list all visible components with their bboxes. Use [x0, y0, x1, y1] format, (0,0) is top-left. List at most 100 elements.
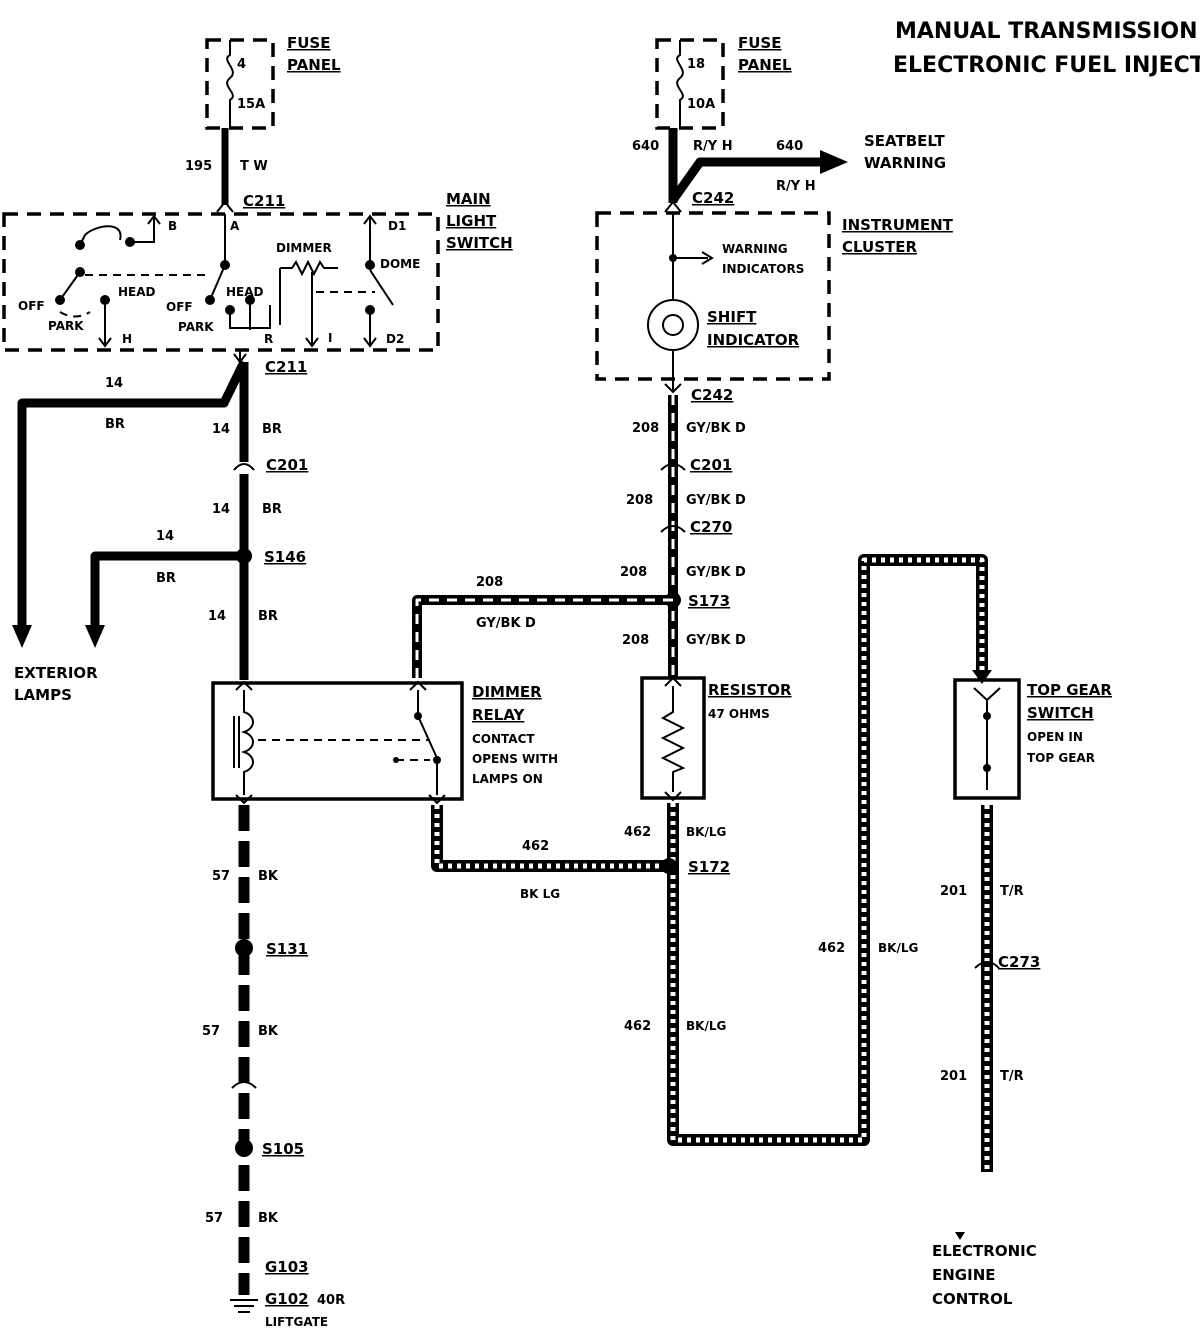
wire-57-color-1: BK	[258, 869, 279, 884]
relay-contact-terminal-top	[409, 680, 427, 691]
splice-s146-label: S146	[264, 548, 306, 566]
top-gear-switch-note2: TOP GEAR	[1027, 751, 1095, 765]
dimmer-relay-note2: OPENS WITH	[472, 752, 558, 766]
wire-462-relay-color: BK LG	[520, 887, 560, 901]
dimmer-relay-label1: DIMMER	[472, 683, 542, 701]
ground-g102-suffix: 40R	[317, 1293, 345, 1308]
shift-indicator-label1: SHIFT	[707, 308, 757, 326]
wire-195-color: T W	[240, 159, 268, 174]
left-switch-park-label: PARK	[48, 319, 84, 333]
wire-208-color-4: GY/BK D	[476, 616, 536, 631]
relay-contact-terminal-bottom	[428, 760, 446, 805]
exterior-lamps-arrow-2	[85, 625, 105, 648]
wire-462-relay-pattern	[434, 805, 669, 869]
wire-208-number-3: 208	[620, 565, 647, 580]
warning-indicators-arrow	[673, 251, 714, 265]
wire-14-color-2: BR	[262, 422, 282, 437]
connector-57-inline	[231, 1081, 257, 1089]
wire-14-color-4: BR	[156, 571, 176, 586]
shift-indicator-icon	[662, 314, 684, 336]
seatbelt-label2: WARNING	[864, 154, 946, 172]
wire-640-number-2: 640	[776, 139, 803, 154]
relay-coil-terminal-bottom	[235, 794, 253, 805]
wire-640-seatbelt	[669, 157, 822, 203]
main-light-switch-label1: MAIN	[446, 190, 491, 208]
top-gear-switch-input-arrow	[972, 670, 992, 684]
wire-57-number-1: 57	[212, 869, 230, 884]
instrument-cluster-label2: CLUSTER	[842, 238, 917, 256]
switch-a-terminal-label: A	[230, 219, 240, 233]
wire-14-number-2: 14	[212, 422, 230, 437]
ground-g102-label: G102	[265, 1290, 309, 1308]
resistor-label: RESISTOR	[708, 681, 792, 699]
ground-g103-label: G103	[265, 1258, 309, 1276]
wire-201-color-1: T/R	[1000, 884, 1024, 899]
shift-indicator-lamp	[647, 299, 699, 351]
wire-462-relay-number: 462	[522, 839, 549, 854]
wire-201-number-1: 201	[940, 884, 967, 899]
wire-14-color-5: BR	[258, 609, 278, 624]
wire-57-color-3: BK	[258, 1211, 279, 1226]
wire-462-number-1: 462	[624, 825, 651, 840]
splice-s172-label: S172	[688, 858, 730, 876]
warning-indicators-label1: WARNING	[722, 242, 788, 256]
c242-top-label: C242	[692, 189, 734, 207]
wire-640-number-1: 640	[632, 139, 659, 154]
seatbelt-arrow	[820, 150, 848, 174]
splice-s173-label: S173	[688, 592, 730, 610]
fuse-panel-right-box	[655, 38, 725, 130]
splice-s105	[235, 1139, 253, 1157]
dimmer-relay-coil	[240, 690, 254, 795]
right-switch-blade	[209, 264, 226, 301]
left-park-link	[59, 311, 91, 318]
dome-contact-top	[365, 260, 375, 270]
relay-contact-blade	[417, 690, 438, 759]
wire-208-color-1: GY/BK D	[686, 421, 746, 436]
wire-208-color-3: GY/BK D	[686, 565, 746, 580]
switch-h-terminal	[98, 300, 112, 348]
dimmer-rheostat	[280, 259, 338, 277]
c242-top-connector-symbol	[664, 200, 682, 213]
diagram-title-line2: ELECTRONIC FUEL INJECTION	[893, 53, 1200, 78]
c242-bottom-connector-symbol	[664, 383, 682, 394]
wire-462-loop-pattern	[670, 557, 985, 1143]
switch-b-link	[79, 225, 122, 246]
right-switch-head-label: HEAD	[226, 285, 264, 299]
wire-14-color-3: BR	[262, 502, 282, 517]
warning-indicators-label2: INDICATORS	[722, 262, 804, 276]
switch-i-terminal-label: I	[328, 331, 332, 345]
main-light-switch-label2: LIGHT	[446, 212, 497, 230]
fuse-18-symbol	[676, 40, 684, 128]
main-light-switch-label3: SWITCH	[446, 234, 513, 252]
top-gear-contact-2	[983, 764, 991, 772]
wire-57-number-3: 57	[205, 1211, 223, 1226]
shift-indicator-label2: INDICATOR	[707, 331, 800, 349]
wire-208-color-2: GY/BK D	[686, 493, 746, 508]
dimmer-relay-note3: LAMPS ON	[472, 772, 543, 786]
fuse-panel-left-label2: PANEL	[287, 56, 341, 74]
dimmer-i-terminal	[279, 268, 319, 348]
c273-label: C273	[998, 953, 1040, 971]
fuse-panel-left-label1: FUSE	[287, 34, 330, 52]
c270-label: C270	[690, 518, 732, 536]
relay-contact-open	[393, 757, 399, 763]
right-switch-off-label: OFF	[166, 300, 193, 314]
dimmer-relay-note1: CONTACT	[472, 732, 535, 746]
splice-s172	[661, 858, 677, 874]
wire-462-color-3: BK/LG	[878, 941, 918, 955]
splice-s131-label: S131	[266, 940, 308, 958]
top-gear-contact-1	[983, 712, 991, 720]
switch-b-terminal-label: B	[168, 219, 177, 233]
dimmer-relay-label2: RELAY	[472, 706, 526, 724]
left-switch-contact-1	[75, 240, 85, 250]
c201-left-connector-symbol	[233, 463, 255, 471]
instrument-cluster-box	[595, 211, 831, 381]
c211-bottom-label: C211	[265, 358, 307, 376]
dome-switch-blade	[369, 269, 394, 306]
wire-208-relay-pattern	[415, 598, 673, 678]
main-light-switch-box	[2, 212, 440, 352]
c242-bottom-label: C242	[691, 386, 733, 404]
c211-top-connector-symbol	[216, 200, 234, 213]
wire-208-number-2: 208	[626, 493, 653, 508]
